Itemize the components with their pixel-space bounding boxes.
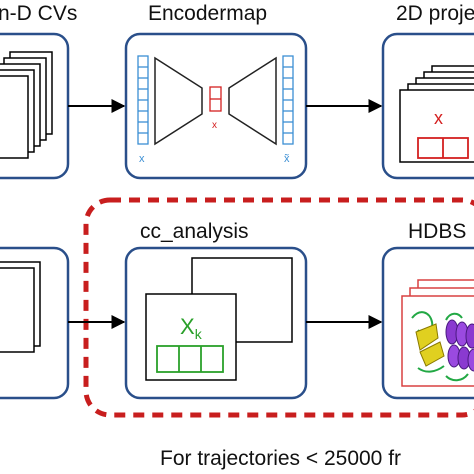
encodermap-title: Encodermap	[148, 2, 267, 25]
output-vector	[282, 55, 294, 145]
latent-symbol: x	[212, 120, 217, 131]
input-symbol: x	[139, 153, 145, 165]
cc-analysis-panel: Xk	[124, 246, 308, 400]
cvs-panel	[0, 32, 70, 180]
footer-note: For trajectories < 25000 fr	[160, 447, 401, 470]
projection-title: 2D proje	[396, 2, 474, 25]
cc-vector	[156, 345, 224, 373]
projection-panel: x	[381, 32, 474, 180]
hdbscan-panel	[381, 246, 474, 400]
encoder-network	[154, 56, 203, 146]
latent-vector	[209, 86, 222, 112]
protein-structure-image	[411, 311, 474, 382]
projection-symbol: x	[434, 108, 443, 128]
output-symbol: x̃	[284, 153, 290, 165]
decoder-network	[228, 56, 277, 146]
cc-symbol: Xk	[180, 314, 203, 342]
input-vector	[137, 55, 149, 145]
footer-label-backdrop	[150, 440, 474, 470]
small-trajectory-region	[83, 197, 474, 418]
projection-vector	[417, 137, 469, 159]
cc-analysis-title: cc_analysis	[140, 220, 249, 243]
trajectory-panel	[0, 246, 70, 400]
encodermap-panel: x x x̃	[124, 32, 308, 180]
hdbscan-title: HDBS	[408, 220, 466, 243]
cvs-title: n-D CVs	[0, 2, 77, 25]
